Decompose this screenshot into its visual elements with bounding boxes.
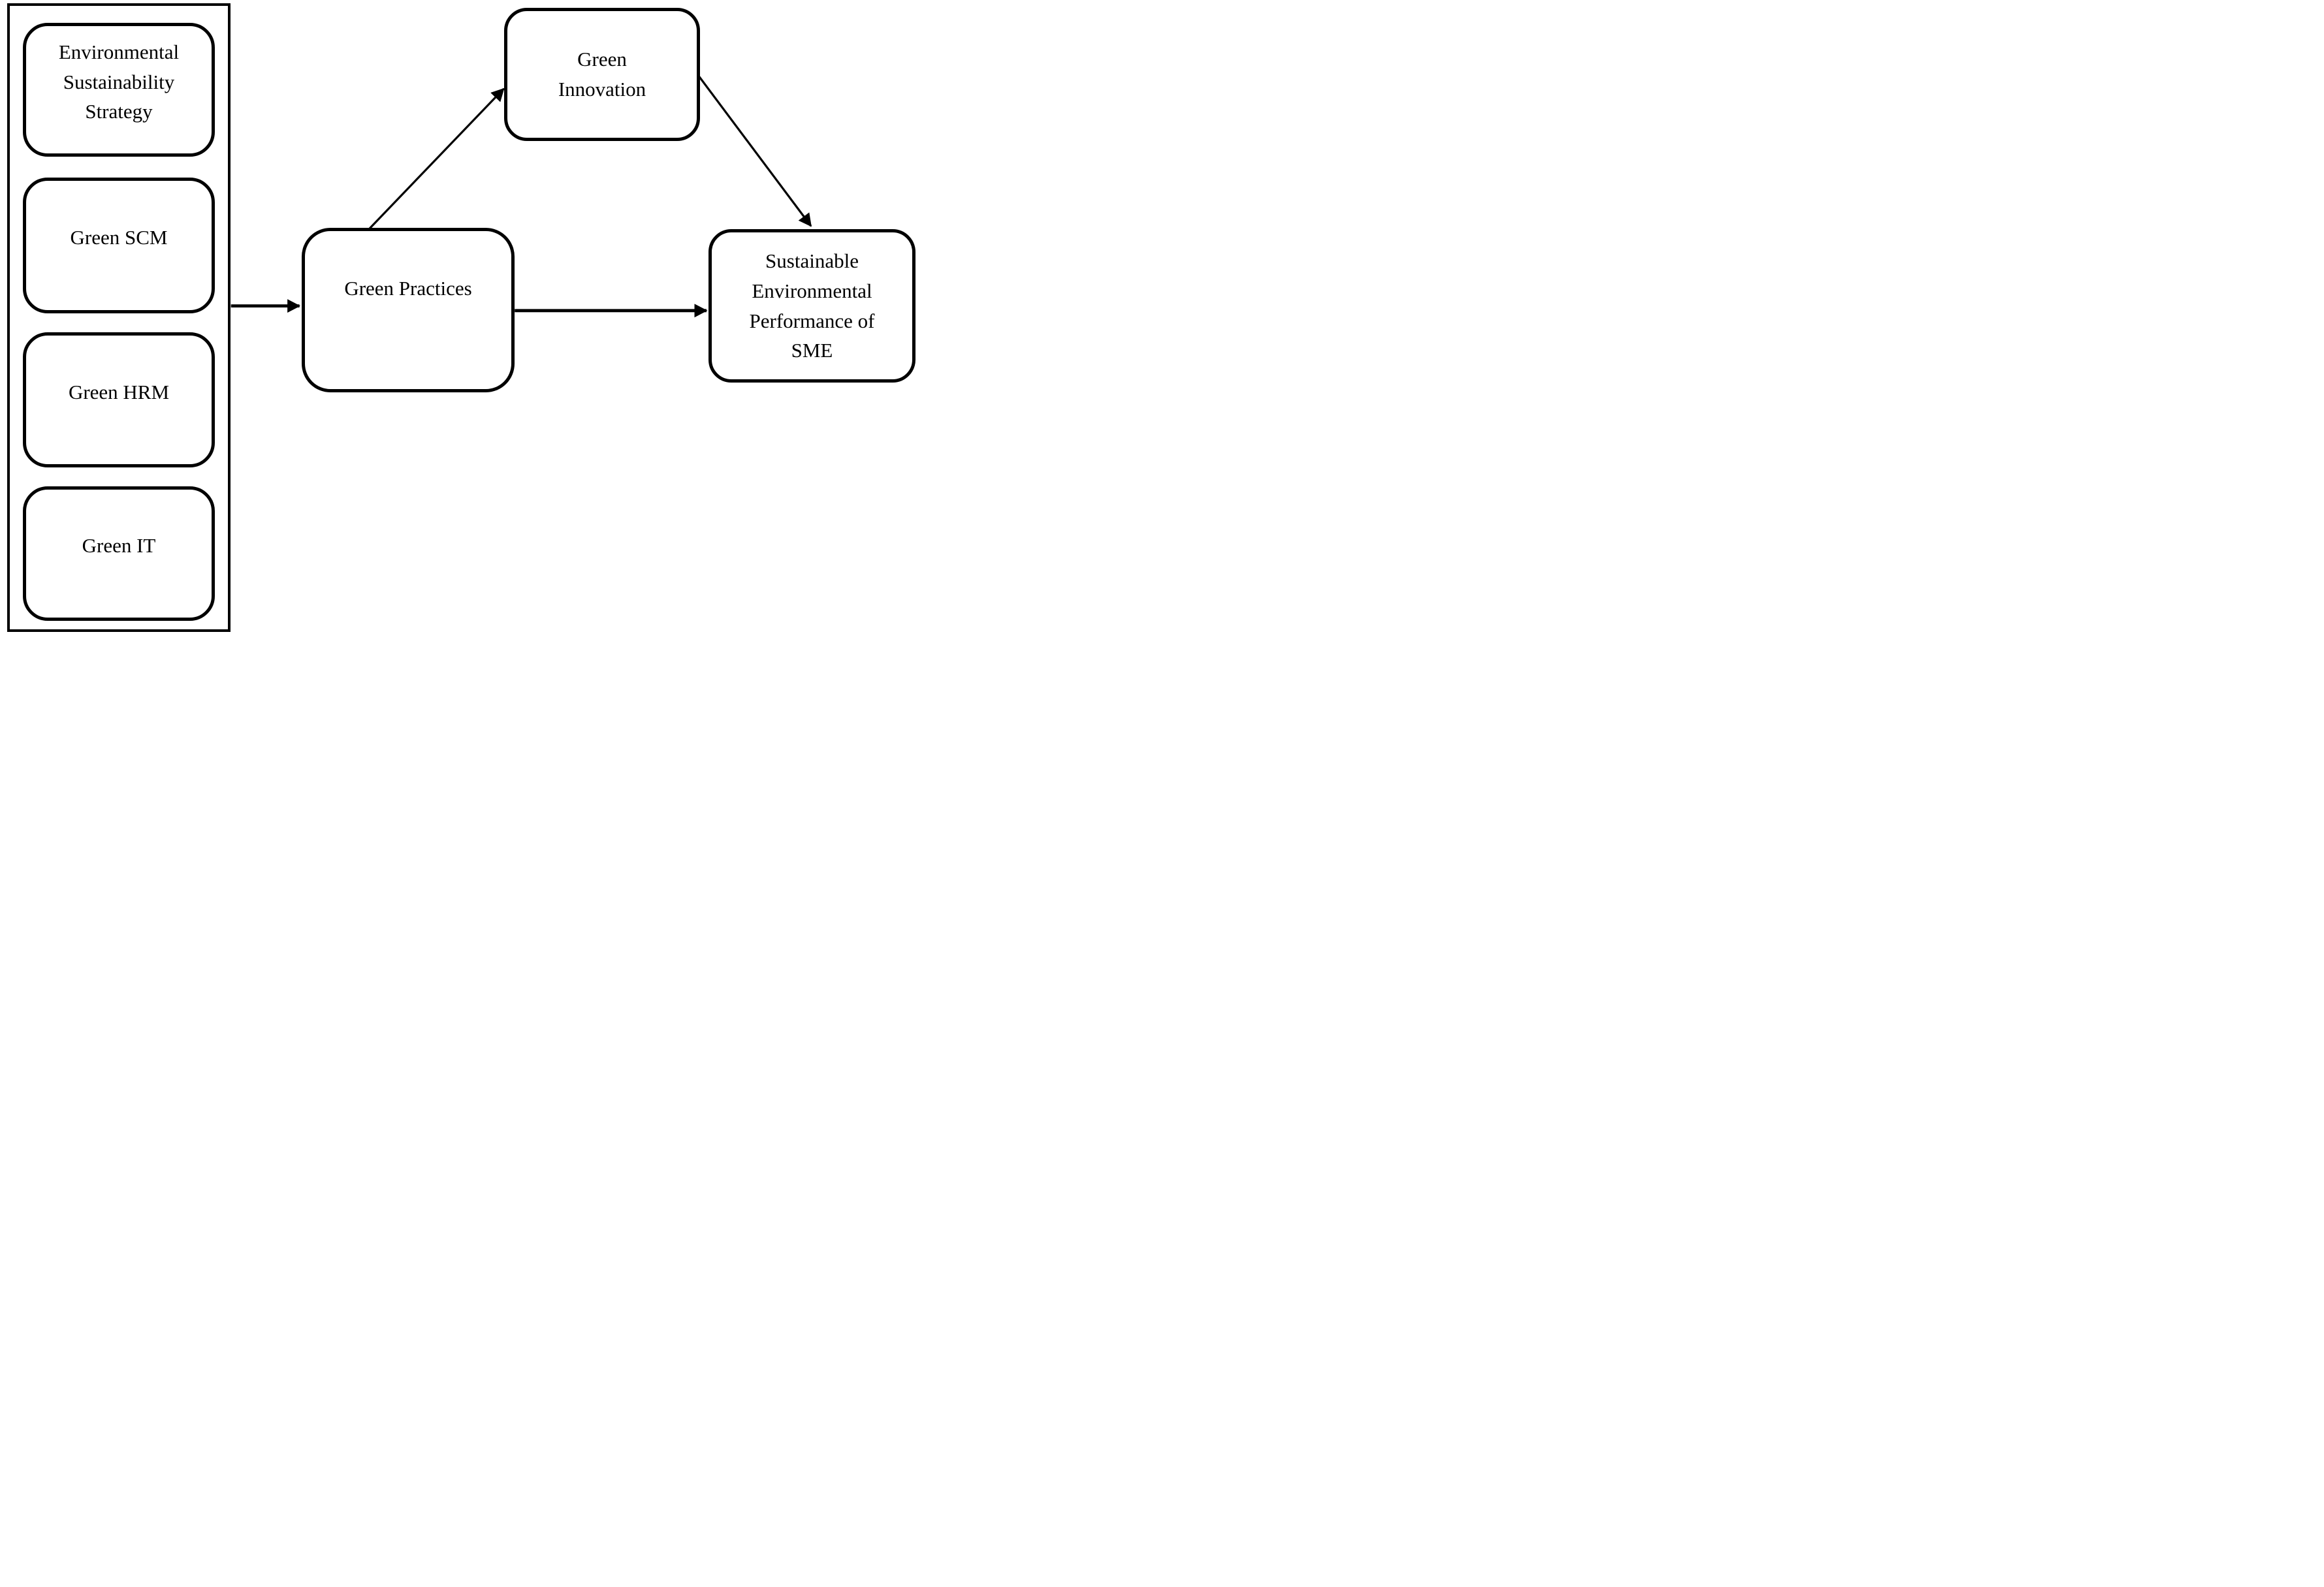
node-environmental-sustainability-strategy: Environmental Sustainability Strategy [23,23,215,157]
node-green-practices: Green Practices [302,228,515,392]
node-label: Environmental Sustainability Strategy [58,40,180,123]
diagram-canvas: Environmental Sustainability Strategy Gr… [0,0,930,635]
node-green-it: Green IT [23,486,215,621]
antecedents-container [7,3,231,632]
node-green-hrm: Green HRM [23,332,215,467]
node-label: Sustainable Environmental Performance of… [749,249,875,362]
node-label: Green HRM [68,380,170,403]
node-label: Green Practices [344,277,472,300]
node-green-innovation: Green Innovation [504,8,700,141]
edge-innovation-to-performance [698,75,812,227]
node-label: Green Innovation [558,48,646,101]
node-label: Green SCM [70,226,168,249]
edge-practices-to-innovation [369,87,505,229]
edges-layer [231,75,812,318]
node-green-scm: Green SCM [23,178,215,313]
node-sustainable-environmental-performance-of-sme: Sustainable Environmental Performance of… [708,229,915,383]
node-label: Green IT [82,534,156,558]
